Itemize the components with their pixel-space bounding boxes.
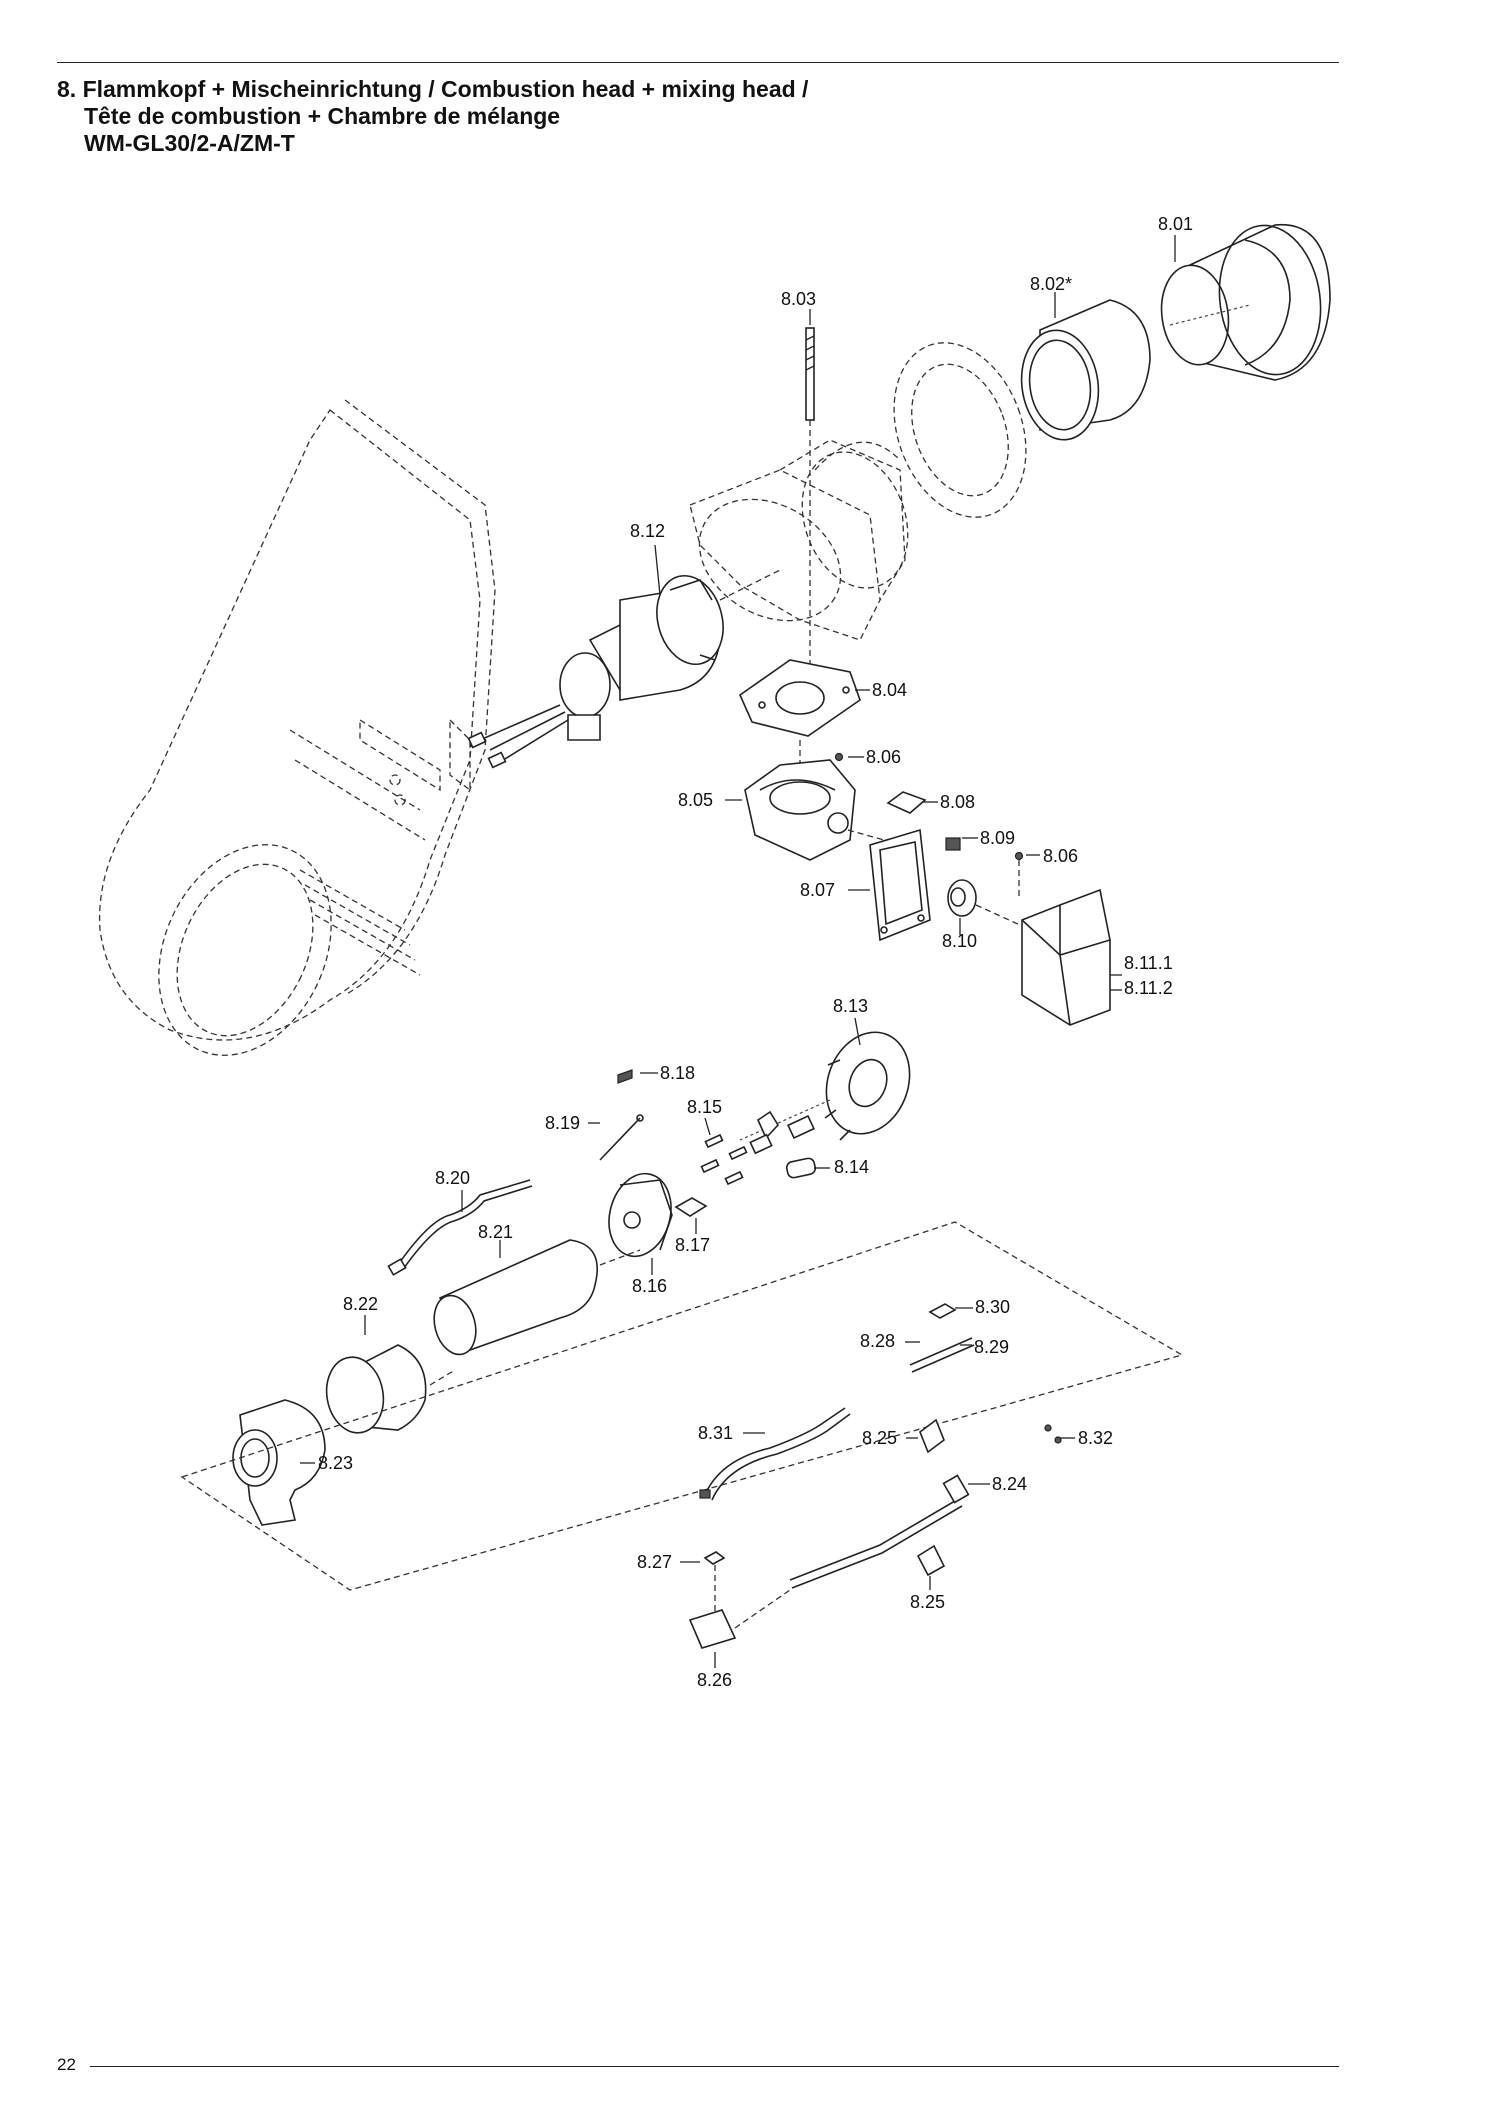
label-8-03: 8.03 <box>781 289 816 309</box>
accessory-kit-outline <box>180 1221 1184 1591</box>
part-8-23-elbow <box>232 1399 326 1526</box>
part-8-20-ignition-cable <box>387 1179 533 1276</box>
label-8-04: 8.04 <box>872 680 907 700</box>
part-8-03-stud-bolt <box>805 327 815 700</box>
part-8-17-gasket <box>674 1197 708 1217</box>
part-8-09-clip <box>945 837 961 851</box>
label-8-32: 8.32 <box>1078 1428 1113 1448</box>
part-8-18-clip <box>617 1069 633 1084</box>
label-8-22: 8.22 <box>343 1294 378 1314</box>
part-8-05-mixing-housing <box>744 759 921 861</box>
gasket-ring-dashed <box>893 342 1027 518</box>
part-8-26-bracket <box>688 1589 791 1649</box>
label-8-24: 8.24 <box>992 1474 1027 1494</box>
part-8-25-holder <box>916 1418 946 1577</box>
top-rule <box>57 62 1339 63</box>
bottom-rule <box>90 2066 1339 2067</box>
part-8-31-cables <box>699 1407 851 1501</box>
title-line-2: Tête de combustion + Chambre de mélange <box>84 103 561 129</box>
part-8-02-ring <box>1020 299 1151 441</box>
part-8-08-gasket <box>886 791 927 814</box>
title-line-1: 8. Flammkopf + Mischeinrichtung / Combus… <box>57 76 809 102</box>
label-8-02: 8.02* <box>1030 274 1072 294</box>
part-8-06-screws <box>834 752 1024 900</box>
part-8-04-gasket-plate <box>739 659 861 770</box>
label-8-29: 8.29 <box>974 1337 1009 1357</box>
label-8-27: 8.27 <box>637 1552 672 1572</box>
part-8-22-flame-tube <box>325 1344 456 1434</box>
part-8-28-electrode <box>909 1337 975 1373</box>
burner-housing-outline <box>98 399 496 1056</box>
part-8-19-electrode-rod <box>599 1114 644 1161</box>
part-8-14-nozzle <box>785 1157 817 1179</box>
part-8-15-nozzles <box>700 1110 815 1186</box>
label-8-18: 8.18 <box>660 1063 695 1083</box>
label-8-12: 8.12 <box>630 521 665 541</box>
label-8-17: 8.17 <box>675 1235 710 1255</box>
label-8-05: 8.05 <box>678 790 713 810</box>
label-8-28: 8.28 <box>860 1331 895 1351</box>
part-8-27-clip <box>703 1551 726 1618</box>
part-8-24-cable-set <box>789 1474 970 1589</box>
label-8-20: 8.20 <box>435 1168 470 1188</box>
label-8-13: 8.13 <box>833 996 868 1016</box>
label-8-25-b: 8.25 <box>910 1592 945 1612</box>
leader-lines <box>300 235 1176 1668</box>
label-8-21: 8.21 <box>478 1222 513 1242</box>
page-number: 22 <box>57 2055 76 2074</box>
label-8-30: 8.30 <box>975 1297 1010 1317</box>
label-8-11-2: 8.11.2 <box>1124 978 1173 998</box>
label-8-31: 8.31 <box>698 1423 733 1443</box>
label-8-10: 8.10 <box>942 931 977 951</box>
label-8-14: 8.14 <box>834 1157 869 1177</box>
part-8-30-clip <box>928 1303 957 1319</box>
label-8-08: 8.08 <box>940 792 975 812</box>
part-8-32-nuts <box>1044 1424 1062 1444</box>
part-8-16-swirl-unit <box>608 1172 673 1258</box>
part-8-07-cover <box>869 828 931 942</box>
part-8-12-head-assembly <box>467 569 781 769</box>
part-labels: 8.01 8.02* 8.03 8.04 8.06 8.05 8.08 8.09… <box>318 214 1193 1690</box>
page-title: 8. Flammkopf + Mischeinrichtung / Combus… <box>57 76 808 157</box>
label-8-25-a: 8.25 <box>862 1428 897 1448</box>
part-8-21-mixing-tube <box>433 1239 641 1356</box>
label-8-06-b: 8.06 <box>1043 846 1078 866</box>
label-8-01: 8.01 <box>1158 214 1193 234</box>
label-8-06-a: 8.06 <box>866 747 901 767</box>
label-8-09: 8.09 <box>980 828 1015 848</box>
part-8-11-actuator <box>1021 888 1111 1026</box>
part-8-10-coupling <box>947 879 1021 926</box>
part-8-01-outer-tube <box>1160 223 1331 381</box>
label-8-19: 8.19 <box>545 1113 580 1133</box>
label-8-15: 8.15 <box>687 1097 722 1117</box>
label-8-16: 8.16 <box>632 1276 667 1296</box>
part-8-13-head-plate <box>739 1031 911 1141</box>
label-8-11-1: 8.11.1 <box>1124 953 1173 973</box>
label-8-23: 8.23 <box>318 1453 353 1473</box>
title-line-3: WM-GL30/2-A/ZM-T <box>84 130 295 156</box>
label-8-07: 8.07 <box>800 880 835 900</box>
label-8-26: 8.26 <box>697 1670 732 1690</box>
